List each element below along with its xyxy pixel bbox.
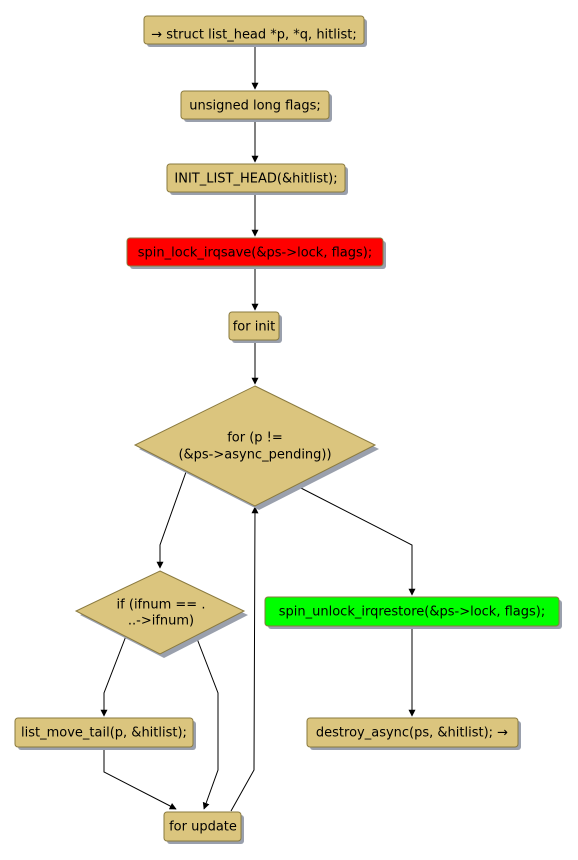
node-for-condition-line1: for (p != (227, 431, 283, 446)
node-for-condition[interactable]: for (p != (&ps->async_pending)) (133, 385, 379, 510)
node-for-update[interactable]: for update (163, 811, 244, 844)
edge-n6-n7 (103, 749, 177, 810)
node-for-update-label: for update (169, 820, 237, 835)
node-if-condition-line1: if (ifnum == . (117, 598, 206, 613)
node-spin-unlock-label: spin_unlock_irqrestore(&ps->lock, flags)… (279, 605, 545, 620)
edge-d2-n6 (100, 635, 127, 717)
edges (100, 45, 416, 812)
node-struct-decl[interactable]: → struct list_head *p, *q, hitlist; (143, 15, 367, 47)
node-flags-decl-label: unsigned long flags; (189, 99, 321, 114)
node-if-condition[interactable]: if (ifnum == . ..->ifnum) (74, 570, 248, 658)
node-spin-lock-label: spin_lock_irqsave(&ps->lock, flags); (138, 246, 372, 261)
edge-n7-d1 (230, 506, 259, 812)
node-for-init[interactable]: for init (228, 311, 282, 343)
node-init-list-head-label: INIT_LIST_HEAD(&hitlist); (174, 172, 337, 187)
node-for-condition-line2: (&ps->async_pending)) (178, 448, 331, 463)
node-struct-decl-label: → struct list_head *p, *q, hitlist; (151, 28, 357, 43)
edge-d2-n7 (195, 635, 219, 810)
node-spin-unlock[interactable]: spin_unlock_irqrestore(&ps->lock, flags)… (264, 596, 562, 629)
node-for-init-label: for init (233, 320, 276, 335)
node-list-move-tail-label: list_move_tail(p, &hitlist); (21, 726, 187, 741)
node-destroy-async-label: destroy_async(ps, &hitlist); → (316, 726, 508, 741)
node-init-list-head[interactable]: INIT_LIST_HEAD(&hitlist); (166, 163, 348, 195)
node-flags-decl[interactable]: unsigned long flags; (180, 90, 332, 122)
node-list-move-tail[interactable]: list_move_tail(p, &hitlist); (14, 717, 196, 750)
node-spin-lock[interactable]: spin_lock_irqsave(&ps->lock, flags); (126, 237, 386, 269)
edge-d1-d2 (156, 471, 187, 569)
edge-d1-n8 (296, 485, 416, 596)
node-destroy-async[interactable]: destroy_async(ps, &hitlist); → (306, 717, 521, 750)
node-if-condition-line2: ..->ifnum) (128, 614, 194, 629)
